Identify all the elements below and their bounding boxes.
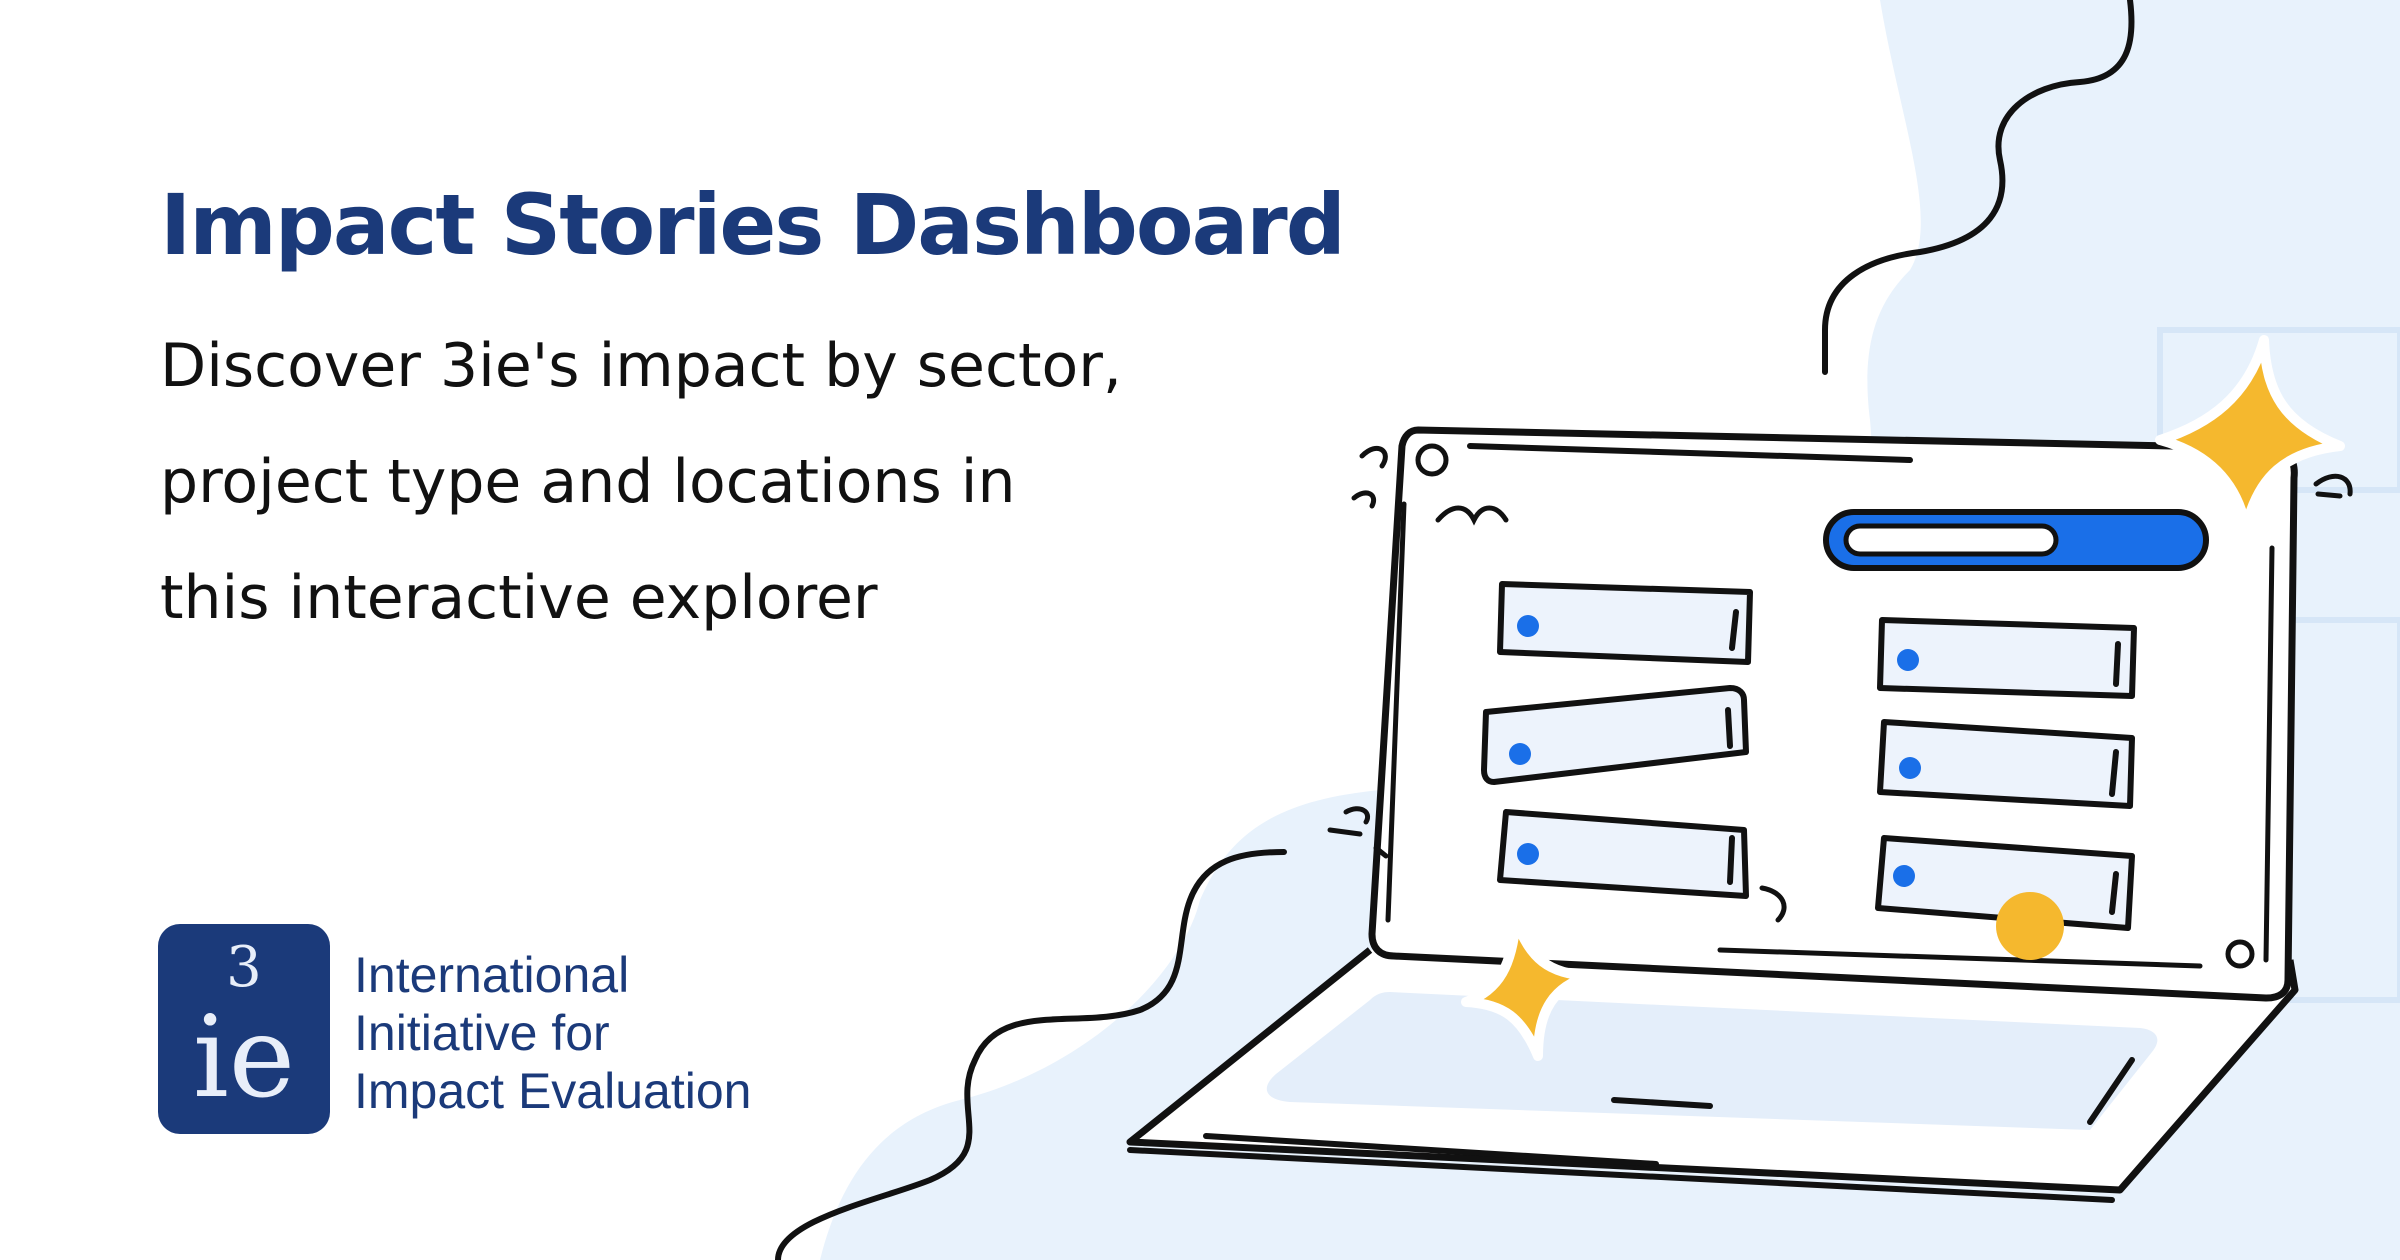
list-item-icon <box>1875 835 2135 931</box>
logo-name-line: International <box>354 947 630 1003</box>
screen-top-line <box>1467 443 1913 463</box>
logo-mark-digit: 3 <box>226 935 262 1000</box>
laptop-trackpad-panel <box>1266 992 2158 1130</box>
decorative-wave-bottom <box>775 849 1287 1260</box>
screen-left-inner-line <box>1385 501 1407 923</box>
decorative-wave-top <box>1822 0 2135 375</box>
doodle-squiggle-icon <box>1759 885 1787 923</box>
doodle-bird-icon <box>1435 505 1509 526</box>
logo-name-line: Impact Evaluation <box>354 1063 752 1119</box>
list-item-icon <box>1497 809 1749 899</box>
screen-corner-loop <box>1415 443 1449 477</box>
list-item-icon <box>1497 581 1753 665</box>
screen-bottom-inner-line <box>1717 947 2203 969</box>
list-item-icon <box>1877 719 2135 809</box>
logo-name-line: Initiative for <box>354 1005 610 1061</box>
list-item-icon <box>1877 617 2137 699</box>
laptop-front-line <box>1203 1133 1659 1167</box>
headline: Impact Stories Dashboard <box>160 176 1346 274</box>
sparkle-star-icon <box>2155 335 2345 533</box>
logo-3ie-mark: 3 ie <box>158 924 330 1134</box>
logo-mark-letters: ie <box>192 993 296 1123</box>
doodle-squiggle-icon <box>1351 445 1388 509</box>
sparkle-star-icon <box>1461 915 1595 1061</box>
screen-corner-loop <box>2225 939 2255 969</box>
subheadline-line: project type and locations in <box>160 447 1016 517</box>
screen-right-inner-line <box>2263 545 2275 963</box>
laptop-base-front-edge <box>1127 1147 2115 1203</box>
yellow-dot-icon <box>1996 892 2064 960</box>
subheadline-line: this interactive explorer <box>160 563 878 633</box>
list-item-icon <box>1481 685 1749 785</box>
search-bar-field <box>1843 523 2059 557</box>
subheadline-line: Discover 3ie's impact by sector, <box>160 331 1122 401</box>
laptop-right-slash <box>2087 1057 2135 1125</box>
laptop-keyboard-line <box>1611 1097 1713 1109</box>
doodle-squiggle-icon <box>1327 806 1389 859</box>
